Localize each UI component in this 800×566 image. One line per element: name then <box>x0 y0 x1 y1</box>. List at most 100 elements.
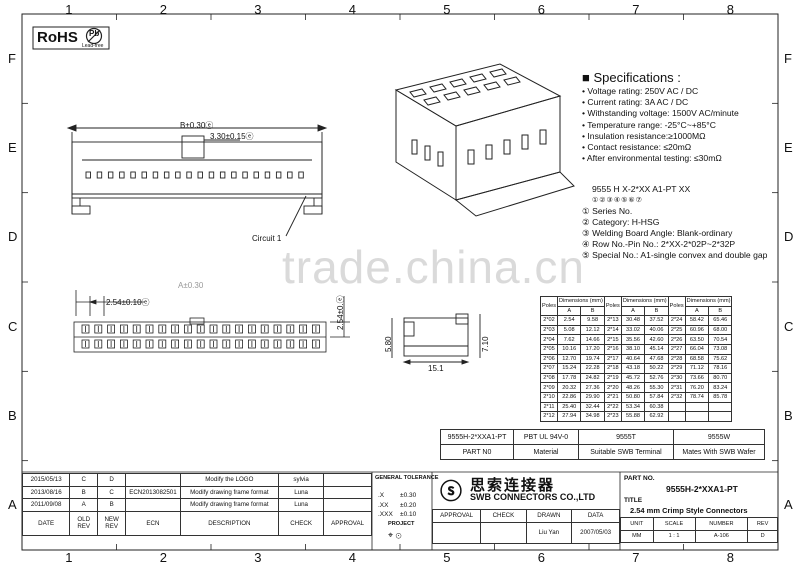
front-pin-window <box>85 171 91 179</box>
revision-cell <box>323 473 372 487</box>
part-no: 9555H-2*XXA1-PT <box>666 484 738 494</box>
poles-cell: 48.26 <box>620 382 646 393</box>
poles-cell: 33.02 <box>620 324 646 336</box>
tolerance-key: .X <box>378 492 385 499</box>
front-pin-window <box>264 171 271 179</box>
poles-cell: 37.52 <box>644 315 669 326</box>
zone-row-C: C <box>8 318 18 334</box>
dims-header: Dimensions (mm) <box>557 296 605 307</box>
poles-cell: 15.24 <box>556 363 582 374</box>
top-pin <box>107 324 115 334</box>
poles-cell: 73.66 <box>684 372 710 384</box>
zone-col-5: 5 <box>443 550 451 565</box>
top-pin <box>235 324 244 334</box>
wafer-header: Mates With SWB Wafer <box>673 444 765 460</box>
poles-cell: 2*21 <box>603 391 622 403</box>
spec-item: • Current rating: 3A AC / DC <box>582 97 689 108</box>
top-pin <box>247 339 256 349</box>
poles-cell: 68.58 <box>684 353 710 365</box>
poles-cell: 50.80 <box>620 391 646 403</box>
col-b: B <box>580 305 605 317</box>
front-pin-window <box>163 171 170 179</box>
front-pin-window <box>186 171 192 179</box>
part-code: 9555 H X-2*XX A1-PT XX <box>592 184 691 194</box>
poles-cell: 43.18 <box>620 363 646 374</box>
poles-cell: 12.12 <box>580 324 605 336</box>
tolerance-key: .XX <box>378 501 389 509</box>
poles-cell: 2*30 <box>667 372 686 384</box>
zone-col-3: 3 <box>254 550 262 565</box>
data-label: DATA <box>571 509 620 523</box>
poles-cell: 55.88 <box>620 411 646 422</box>
col-b: B <box>644 305 669 317</box>
zone-col-2: 2 <box>159 550 167 565</box>
revision-cell: Modify drawing frame format <box>179 485 280 499</box>
poles-cell: 75.62 <box>708 353 733 365</box>
date-value: 2007/05/03 <box>571 521 620 544</box>
poles-cell: 2*29 <box>667 363 686 374</box>
poles-cell: 63.50 <box>684 334 710 345</box>
iso-hole <box>449 78 467 88</box>
tolerance-title: GENERAL TOLERANCE <box>375 475 439 481</box>
top-pin <box>171 339 180 349</box>
part-code-markers: ①②③④⑤⑥⑦ <box>592 197 643 204</box>
projection-icon: ⌖ ⊙ <box>388 530 402 540</box>
poles-cell: 70.54 <box>708 334 733 345</box>
revision-cell <box>323 485 372 499</box>
top-pin <box>132 324 141 334</box>
unit-label: UNIT <box>620 517 654 531</box>
poles-cell <box>667 411 686 422</box>
poles-cell: 20.32 <box>556 382 582 393</box>
poles-cell: 38.10 <box>620 343 646 355</box>
watermark: trade.china.cn <box>282 241 585 293</box>
part-code-item: ③ Welding Board Angle: Blank-ordinary <box>582 228 733 238</box>
top-pin <box>209 324 218 334</box>
part-code-legend: 9555 H X-2*XX A1-PT XX ①②③④⑤⑥⑦ ① Series … <box>582 184 767 261</box>
top-pin <box>273 339 282 349</box>
dim-254v-label: 2.54±0.ⓔ <box>336 295 345 330</box>
top-pin <box>94 324 103 334</box>
tolerance-value: ±0.10 <box>400 511 417 518</box>
tolerance-value: ±0.30 <box>400 492 417 499</box>
revision-cell: Luna <box>278 498 325 512</box>
specs-title: ■ Specifications : <box>582 70 681 85</box>
lead-free-label: Lead-free <box>82 43 104 49</box>
zone-row-E: E <box>784 140 793 155</box>
part-code-item: ② Category: H-HSG <box>582 217 660 227</box>
poles-cell: 2*19 <box>603 372 622 384</box>
top-view <box>73 290 350 353</box>
front-pin-window <box>275 171 282 179</box>
poles-cell: 22.86 <box>556 391 582 403</box>
material-table: 9555H-2*XXA1-PT PBT UL 94V-0 9555T 9555W… <box>440 429 765 460</box>
iso-hole <box>463 86 481 96</box>
iso-hole <box>409 88 427 98</box>
top-pin <box>183 339 192 349</box>
top-pin <box>247 324 256 334</box>
poles-cell: 2*09 <box>540 382 558 393</box>
poles-cell: 2*02 <box>540 315 558 326</box>
spec-item: • After environmental testing: ≤30mΩ <box>582 153 722 164</box>
top-pin <box>183 324 192 334</box>
poles-cell: 68.00 <box>708 324 733 336</box>
spec-item: • Temperature range: -25°C~+85°C <box>582 119 716 130</box>
iso-hole <box>483 81 501 91</box>
spec-item: • Contact resistance: ≤20mΩ <box>582 142 692 153</box>
zone-row-E: E <box>8 140 17 155</box>
revision-cell <box>125 473 181 487</box>
iso-hole <box>503 76 521 86</box>
top-pin <box>286 339 295 349</box>
revision-cell: B <box>97 498 127 512</box>
poles-cell: 2*23 <box>603 411 622 422</box>
rev-header-ecn: ECN <box>125 510 181 536</box>
dim-a-label: A±0.30 <box>178 281 204 290</box>
poles-cell: 45.14 <box>644 343 669 355</box>
title-label: TITLE <box>624 497 643 504</box>
poles-cell: 2*17 <box>603 353 622 365</box>
poles-cell: 55.30 <box>644 382 669 393</box>
unit-table: UNIT SCALE NUMBER REV MM 1 : 1 A-106 D <box>620 517 778 543</box>
top-pin <box>145 339 154 349</box>
circuit-label: Circuit 1 <box>252 234 282 243</box>
